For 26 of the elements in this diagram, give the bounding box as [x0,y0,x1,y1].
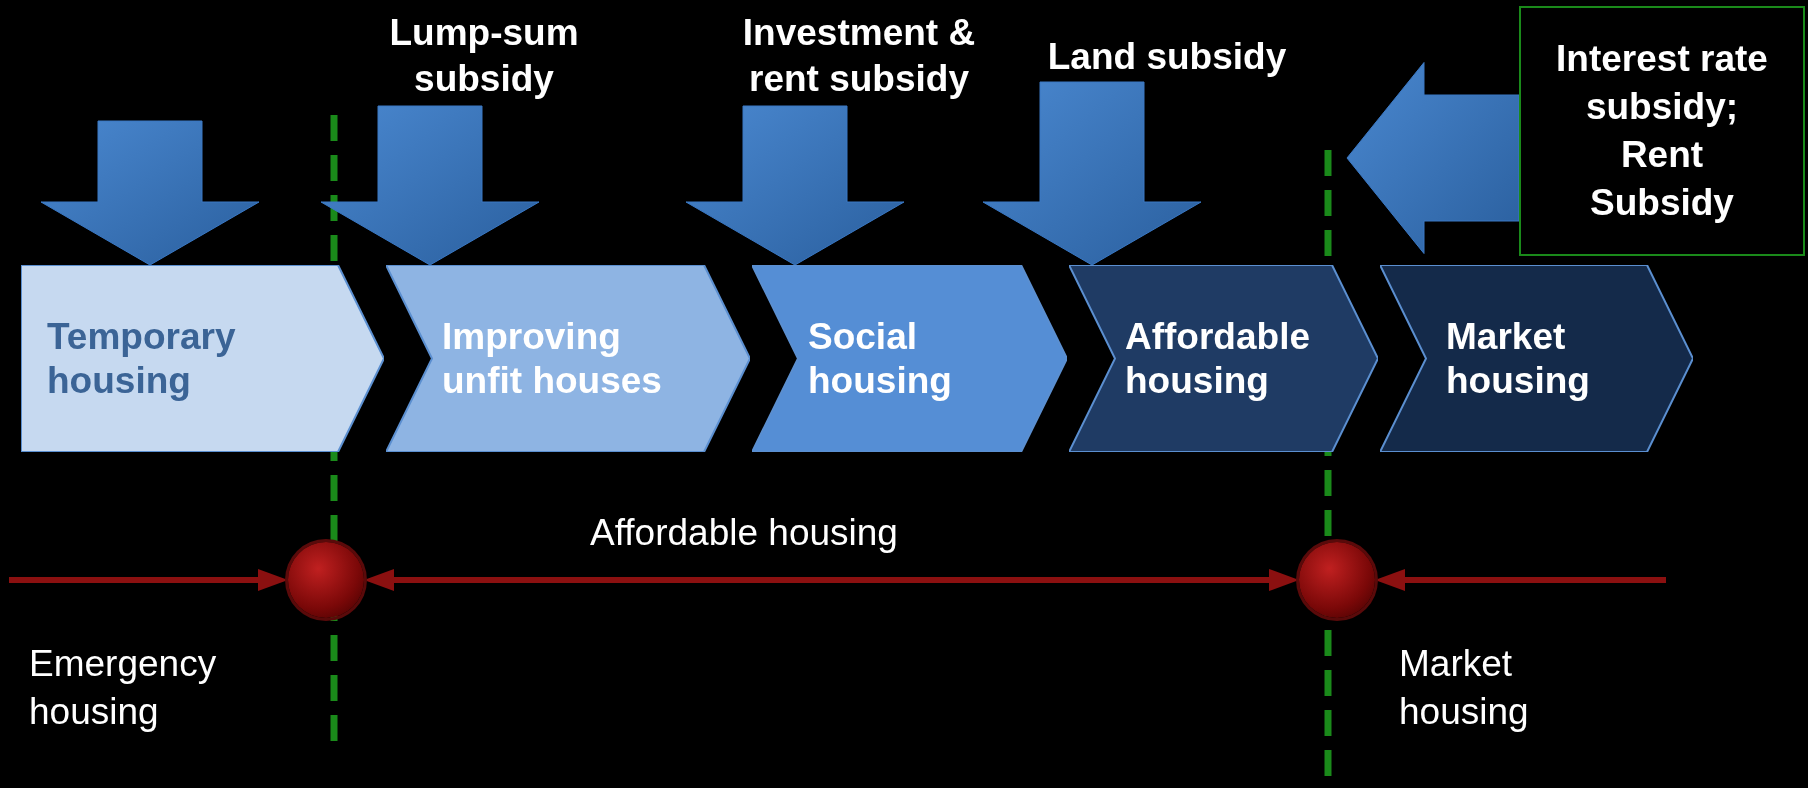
block-arrow [982,81,1202,266]
subsidy-label: Lump-sum subsidy [374,10,594,102]
chevron-label: Affordable housing [1125,314,1311,403]
boundary-circle [1299,542,1375,618]
range-label: Market housing [1399,642,1530,734]
arrow [364,569,1299,591]
block-arrow [40,120,260,266]
block-arrow [320,105,540,266]
chevron-label: Social housing [808,314,953,403]
subsidy-label: Land subsidy [1027,34,1307,80]
process-step [1069,265,1378,452]
range-label: Emergency housing [29,642,218,734]
boundary-circle [288,542,364,618]
block-arrow [685,105,905,266]
chevron-label: Improving unfit houses [442,314,663,403]
process-step [21,265,384,452]
subsidy-box: Interest rate subsidy; Rent Subsidy [1519,6,1805,256]
chevron-label: Temporary housing [47,314,237,403]
process-step [1380,265,1693,452]
chevron-label: Market housing [1446,314,1591,403]
arrow [9,569,288,591]
process-step [386,265,750,452]
block-arrow [1346,62,1520,254]
arrow [1375,569,1666,591]
process-step [752,265,1067,452]
subsidy-label: Investment & rent subsidy [709,10,1009,102]
